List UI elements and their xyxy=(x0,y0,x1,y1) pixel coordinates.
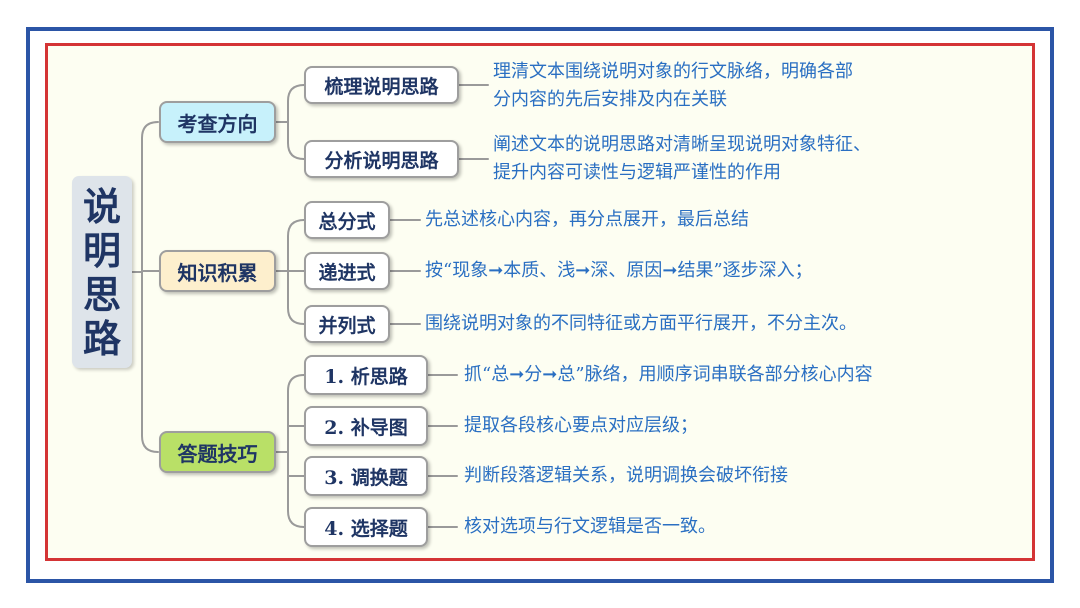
category-knowledge: 知识积累 xyxy=(159,250,276,292)
desc-parallel: 围绕说明对象的不同特征或方面平行展开，不分主次。 xyxy=(425,313,857,334)
desc-analyze-thinking: 阐述文本的说明思路对清晰呈现说明对象特征、 提升内容可读性与逻辑严谨性的作用 xyxy=(493,131,871,187)
branch-parallel: 并列式 xyxy=(304,305,390,343)
branch-step-mindmap: 2. 补导图 xyxy=(304,406,428,446)
desc-general-specific: 先总述核心内容，再分点展开，最后总结 xyxy=(425,209,749,230)
branch-general-specific: 总分式 xyxy=(304,201,390,239)
desc-step-analyze: 抓“总➞分➞总”脉络，用顺序词串联各部分核心内容 xyxy=(464,364,873,385)
branch-step-analyze: 1. 析思路 xyxy=(304,355,428,395)
category-answer-skills: 答题技巧 xyxy=(159,431,276,473)
desc-progressive: 按“现象➞本质、浅➞深、原因➞结果”逐步深入； xyxy=(425,260,813,281)
root-title-char-3: 思 xyxy=(82,272,121,317)
desc-line: 理清文本围绕说明对象的行文脉络，明确各部 xyxy=(493,61,853,82)
root-node: 说 明 思 路 xyxy=(72,176,132,368)
desc-line: 提升内容可读性与逻辑严谨性的作用 xyxy=(493,162,781,183)
desc-line: 阐述文本的说明思路对清晰呈现说明对象特征、 xyxy=(493,134,871,155)
branch-step-reorder: 3. 调换题 xyxy=(304,456,428,496)
branch-progressive: 递进式 xyxy=(304,252,390,290)
desc-sort-thinking: 理清文本围绕说明对象的行文脉络，明确各部 分内容的先后安排及内在关联 xyxy=(493,58,853,114)
root-title-char-1: 说 xyxy=(82,184,121,229)
branch-step-choice: 4. 选择题 xyxy=(304,507,428,547)
root-title-char-4: 路 xyxy=(82,316,121,361)
desc-step-mindmap: 提取各段核心要点对应层级； xyxy=(464,415,698,436)
desc-step-reorder: 判断段落逻辑关系，说明调换会破坏衔接 xyxy=(464,465,788,486)
branch-analyze-thinking: 分析说明思路 xyxy=(304,140,459,178)
desc-step-choice: 核对选项与行文逻辑是否一致。 xyxy=(464,516,716,537)
root-title-char-2: 明 xyxy=(82,228,121,273)
category-exam-direction: 考查方向 xyxy=(159,101,276,143)
branch-sort-thinking: 梳理说明思路 xyxy=(304,66,459,104)
desc-line: 分内容的先后安排及内在关联 xyxy=(493,89,727,110)
